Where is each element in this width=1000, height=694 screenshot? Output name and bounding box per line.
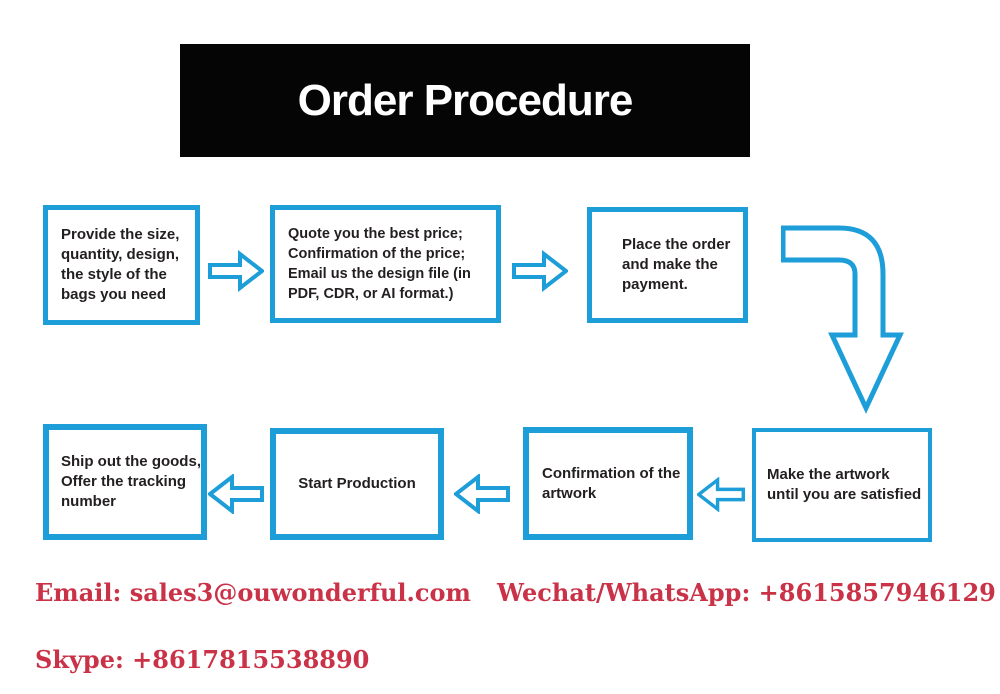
flow-step-provide-details: Provide the size, quantity, design, the … xyxy=(43,205,200,325)
flow-step-label: Confirmation of the artwork xyxy=(542,464,681,502)
contact-email: Email: sales3@ouwonderful.com xyxy=(35,578,471,607)
flow-step-make-artwork: Make the artwork until you are satisfied xyxy=(752,428,932,542)
flow-step-label: Provide the size, quantity, design, the … xyxy=(61,226,180,303)
arrow-right-icon xyxy=(512,250,568,292)
contact-wechat-whatsapp: Wechat/WhatsApp: +8615857946129 xyxy=(497,578,996,607)
flow-step-label: Start Production xyxy=(298,475,416,492)
flow-step-label: Place the order and make the payment. xyxy=(622,236,731,293)
arrow-right-icon xyxy=(208,250,264,292)
flow-step-place-order: Place the order and make the payment. xyxy=(587,207,748,323)
contact-skype: Skype: +8617815538890 xyxy=(35,645,370,674)
arrow-curve-down-icon xyxy=(781,212,905,415)
flow-step-ship-goods: Ship out the goods, Offer the tracking n… xyxy=(43,424,207,540)
arrow-left-icon xyxy=(697,477,745,512)
arrow-left-icon xyxy=(454,474,510,514)
page-title: Order Procedure xyxy=(297,75,634,125)
flow-step-label: Make the artwork until you are satisfied xyxy=(767,466,922,503)
flow-step-label: Ship out the goods, Offer the tracking n… xyxy=(61,453,201,510)
page-title-banner: Order Procedure xyxy=(180,44,750,157)
flow-step-start-production: Start Production xyxy=(270,428,444,540)
flow-step-quote-price: Quote you the best price; Confirmation o… xyxy=(270,205,501,323)
arrow-left-icon xyxy=(208,474,264,514)
flow-step-label: Quote you the best price; Confirmation o… xyxy=(288,226,471,302)
flow-step-confirm-artwork: Confirmation of the artwork xyxy=(523,427,693,540)
